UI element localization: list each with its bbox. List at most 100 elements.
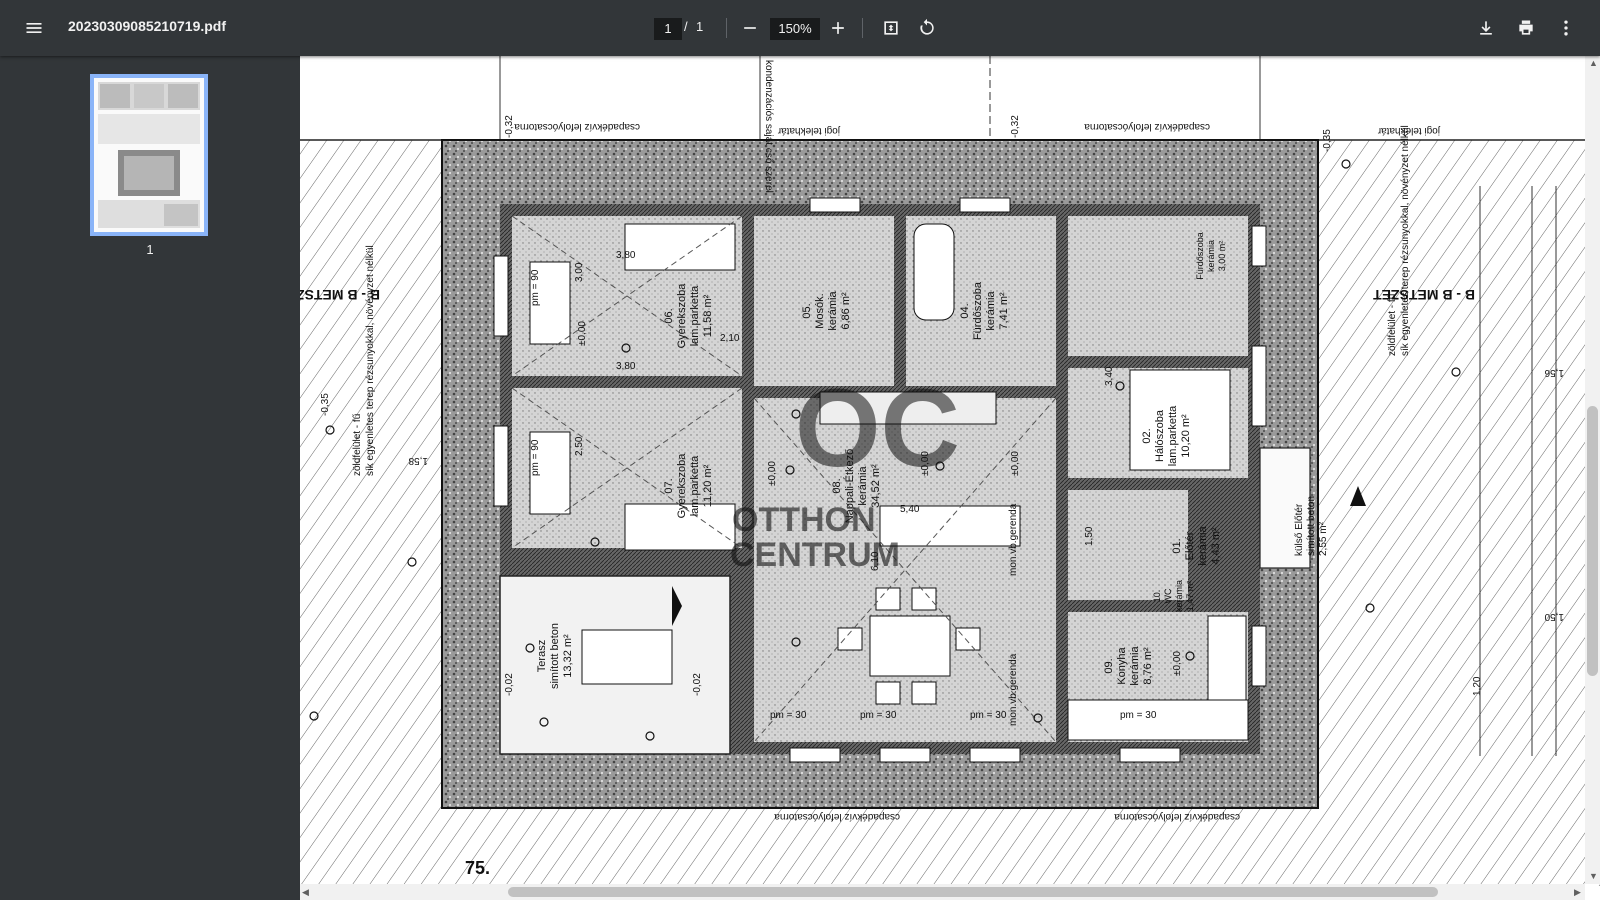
- svg-text:7,41 m²: 7,41 m²: [998, 292, 1010, 330]
- svg-text:simított beton: simított beton: [549, 623, 561, 689]
- file-name: 20230309085210719.pdf: [68, 18, 227, 34]
- svg-text:Hálószoba: Hálószoba: [1154, 409, 1166, 462]
- svg-text:Mosók.: Mosók.: [814, 293, 826, 328]
- svg-text:±0,00: ±0,00: [767, 461, 778, 486]
- svg-text:4,43 m²: 4,43 m²: [1210, 527, 1222, 565]
- svg-text:WC: WC: [1163, 588, 1173, 603]
- toolbar-divider: [726, 18, 727, 38]
- svg-text:kerámia: kerámia: [1206, 240, 1216, 272]
- page-total: 1: [696, 19, 704, 34]
- svg-text:külső Előtér: külső Előtér: [1294, 503, 1305, 556]
- svg-text:csapadékvíz lefolyócsatorna: csapadékvíz lefolyócsatorna: [774, 811, 900, 822]
- svg-text:±0,00: ±0,00: [920, 451, 931, 476]
- scroll-right-icon[interactable]: ▶: [1574, 887, 1581, 897]
- svg-text:-0,02: -0,02: [504, 673, 515, 696]
- scroll-down-icon[interactable]: ▼: [1589, 871, 1598, 881]
- svg-text:2,55 m²: 2,55 m²: [1318, 521, 1329, 556]
- svg-text:csapadékvíz lefolyócsatorna: csapadékvíz lefolyócsatorna: [1084, 121, 1210, 132]
- svg-text:06.: 06.: [663, 308, 675, 323]
- svg-text:jogi telekhatár: jogi telekhatár: [1377, 125, 1441, 136]
- svg-text:Fürdőszoba: Fürdőszoba: [1195, 232, 1205, 280]
- svg-text:-0,32: -0,32: [504, 115, 515, 138]
- print-icon[interactable]: [1510, 12, 1542, 44]
- horizontal-scroll-thumb[interactable]: [508, 887, 1438, 897]
- scroll-left-icon[interactable]: ◀: [302, 887, 309, 897]
- vertical-scroll-thumb[interactable]: [1587, 406, 1598, 676]
- svg-text:Fürdőszoba: Fürdőszoba: [972, 281, 984, 340]
- svg-text:05.: 05.: [801, 303, 813, 318]
- svg-text:pm = 30: pm = 30: [860, 710, 897, 721]
- more-vert-icon[interactable]: [1550, 12, 1582, 44]
- thumbnail-page-number: 1: [146, 242, 154, 257]
- svg-text:lam.parketta: lam.parketta: [689, 285, 701, 346]
- svg-text:csapadékvíz lefolyócsatorna: csapadékvíz lefolyócsatorna: [514, 121, 640, 132]
- menu-icon[interactable]: [18, 12, 50, 44]
- svg-text:3,40: 3,40: [1104, 366, 1115, 386]
- svg-text:Terasz: Terasz: [536, 640, 548, 672]
- svg-text:B - B METSZET: B - B METSZET: [300, 287, 380, 303]
- svg-text:-0,02: -0,02: [692, 673, 703, 696]
- svg-text:3,80: 3,80: [616, 361, 636, 372]
- svg-text:kerámia: kerámia: [1174, 580, 1184, 612]
- svg-text:mon.vb.gerenda: mon.vb.gerenda: [1008, 503, 1019, 576]
- toolbar-divider: [862, 18, 863, 38]
- svg-text:-0,32: -0,32: [1010, 115, 1021, 138]
- svg-text:B - B METSZET: B - B METSZET: [1373, 287, 1475, 303]
- svg-text:OC: OC: [795, 367, 960, 490]
- svg-text:1,56: 1,56: [1544, 367, 1564, 378]
- zoom-input[interactable]: [770, 18, 820, 40]
- page-thumbnail[interactable]: [90, 74, 208, 236]
- svg-text:pm = 90: pm = 90: [530, 439, 541, 476]
- svg-text:3,00 m²: 3,00 m²: [1217, 241, 1227, 272]
- svg-text:09.: 09.: [1103, 658, 1115, 673]
- svg-text:OTTHON: OTTHON: [732, 501, 876, 539]
- pdf-toolbar: 20230309085210719.pdf / 1: [0, 0, 1600, 56]
- svg-text:07.: 07.: [663, 478, 675, 493]
- svg-text:pm = 30: pm = 30: [970, 710, 1007, 721]
- scroll-up-icon[interactable]: ▲: [1589, 58, 1598, 68]
- svg-text:01.: 01.: [1171, 538, 1183, 553]
- svg-text:34,52 m²: 34,52 m²: [870, 464, 882, 508]
- svg-text:3,80: 3,80: [616, 250, 636, 261]
- svg-text:6,86 m²: 6,86 m²: [840, 292, 852, 330]
- svg-text:10.: 10.: [1152, 590, 1162, 603]
- svg-text:simított beton: simított beton: [1306, 496, 1317, 556]
- svg-text:kerámia: kerámia: [1197, 526, 1209, 566]
- svg-text:02.: 02.: [1141, 428, 1153, 443]
- svg-text:zöldfelület - fű: zöldfelület - fű: [352, 413, 363, 476]
- svg-text:sík egyenletes terep rézsunyok: sík egyenletes terep rézsunyokkal, növén…: [365, 245, 376, 476]
- svg-text:csapadékvíz lefolyócsatorna: csapadékvíz lefolyócsatorna: [1114, 811, 1240, 822]
- zoom-out-icon[interactable]: [734, 12, 766, 44]
- document-viewer[interactable]: OC OTTHON CENTRUM 06. Gyerekszoba lam.pa…: [300, 56, 1600, 900]
- zoom-in-icon[interactable]: [822, 12, 854, 44]
- page-number-input[interactable]: [654, 18, 682, 40]
- svg-text:11,58 m²: 11,58 m²: [702, 294, 714, 337]
- download-icon[interactable]: [1470, 12, 1502, 44]
- svg-text:kerámia: kerámia: [985, 291, 997, 331]
- svg-text:kerámia: kerámia: [857, 466, 869, 506]
- svg-text:10,20 m²: 10,20 m²: [1180, 414, 1192, 458]
- svg-text:±0,00: ±0,00: [577, 321, 588, 346]
- svg-text:-0,35: -0,35: [1322, 129, 1333, 152]
- svg-text:11,20 m²: 11,20 m²: [702, 464, 714, 507]
- svg-text:mon.vb.gerenda: mon.vb.gerenda: [1008, 653, 1019, 726]
- svg-text:pm = 90: pm = 90: [530, 269, 541, 306]
- svg-text:zöldfelület - fű: zöldfelület - fű: [1387, 293, 1398, 356]
- svg-text:1,50: 1,50: [1544, 611, 1564, 622]
- horizontal-scrollbar[interactable]: ◀ ▶: [300, 884, 1585, 900]
- floor-plan-drawing: OC OTTHON CENTRUM 06. Gyerekszoba lam.pa…: [300, 56, 1600, 886]
- svg-text:1,50: 1,50: [1084, 526, 1095, 546]
- svg-text:13,32 m²: 13,32 m²: [562, 634, 574, 678]
- vertical-scrollbar[interactable]: ▲ ▼: [1585, 56, 1600, 884]
- svg-text:-0,35: -0,35: [320, 393, 331, 416]
- svg-text:2,10: 2,10: [720, 333, 740, 344]
- svg-text:1,58: 1,58: [408, 455, 428, 466]
- svg-text:Gyerekszoba: Gyerekszoba: [676, 283, 688, 349]
- fit-page-icon[interactable]: [875, 12, 907, 44]
- svg-text:pm = 30: pm = 30: [1120, 710, 1157, 721]
- svg-text:75.: 75.: [465, 858, 490, 878]
- svg-text:Előtér: Előtér: [1184, 531, 1196, 560]
- svg-text:8,76 m²: 8,76 m²: [1142, 647, 1154, 685]
- svg-text:kerámia: kerámia: [827, 291, 839, 331]
- rotate-icon[interactable]: [911, 12, 943, 44]
